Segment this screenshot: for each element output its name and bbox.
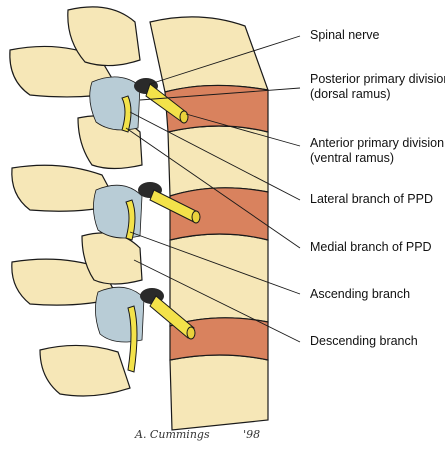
vertebral-body-middle [167, 125, 269, 197]
leader-lines [125, 35, 301, 343]
nerve-end-lower [186, 326, 196, 340]
leader-ppd [139, 87, 301, 101]
label-spinal-nerve: Spinal nerve [310, 28, 380, 42]
label-anterior-primary-division: Anterior primary division (ventral ramus… [310, 136, 444, 166]
disc-lower [169, 317, 269, 361]
articular-process-upper [67, 6, 141, 67]
signature-year: '98 [243, 428, 261, 441]
spinous-process-middle [11, 164, 119, 212]
label-ascending-branch: Ascending branch [310, 287, 411, 301]
capsule-upper [89, 76, 141, 131]
vertebral-body-upper [149, 16, 269, 93]
leader-spinal-nerve [149, 35, 301, 85]
nerve-end-middle [191, 210, 201, 224]
label-lateral-branch: Lateral branch of PPD [310, 192, 433, 206]
spinal-nerve-root-lower [149, 295, 195, 339]
intervertebral-discs [164, 84, 269, 361]
leader-ascending-branch [129, 231, 301, 295]
leader-lateral-branch [129, 111, 301, 201]
dorsal-ramus-lower [127, 305, 138, 373]
leader-medial-branch [125, 127, 301, 249]
label-ppd-line1: Posterior primary division [310, 72, 445, 86]
lamina-bottom [39, 344, 131, 397]
dorsal-ramus-upper [121, 95, 132, 133]
vertebral-body-bottom [169, 354, 269, 431]
nerve-end-upper [179, 110, 189, 124]
label-apd-line2: (ventral ramus) [310, 151, 395, 165]
vertebral-body-lower [169, 233, 269, 327]
label-medial-branch: Medial branch of PPD [310, 240, 432, 254]
label-posterior-primary-division: Posterior primary division (dorsal ramus… [310, 72, 445, 102]
signature-name: A. Cummings [135, 428, 210, 441]
artist-signature: A. Cummings '98 [135, 428, 260, 441]
label-ppd-line2: (dorsal ramus) [310, 87, 391, 101]
leader-descending-branch [133, 259, 301, 343]
leader-apd [185, 113, 301, 147]
disc-upper [164, 84, 269, 133]
disc-middle [169, 187, 269, 241]
label-descending-branch: Descending branch [310, 334, 418, 348]
dorsal-ramus-middle [125, 199, 136, 241]
joint-capsules [89, 76, 145, 343]
label-apd-line1: Anterior primary division [310, 136, 445, 150]
